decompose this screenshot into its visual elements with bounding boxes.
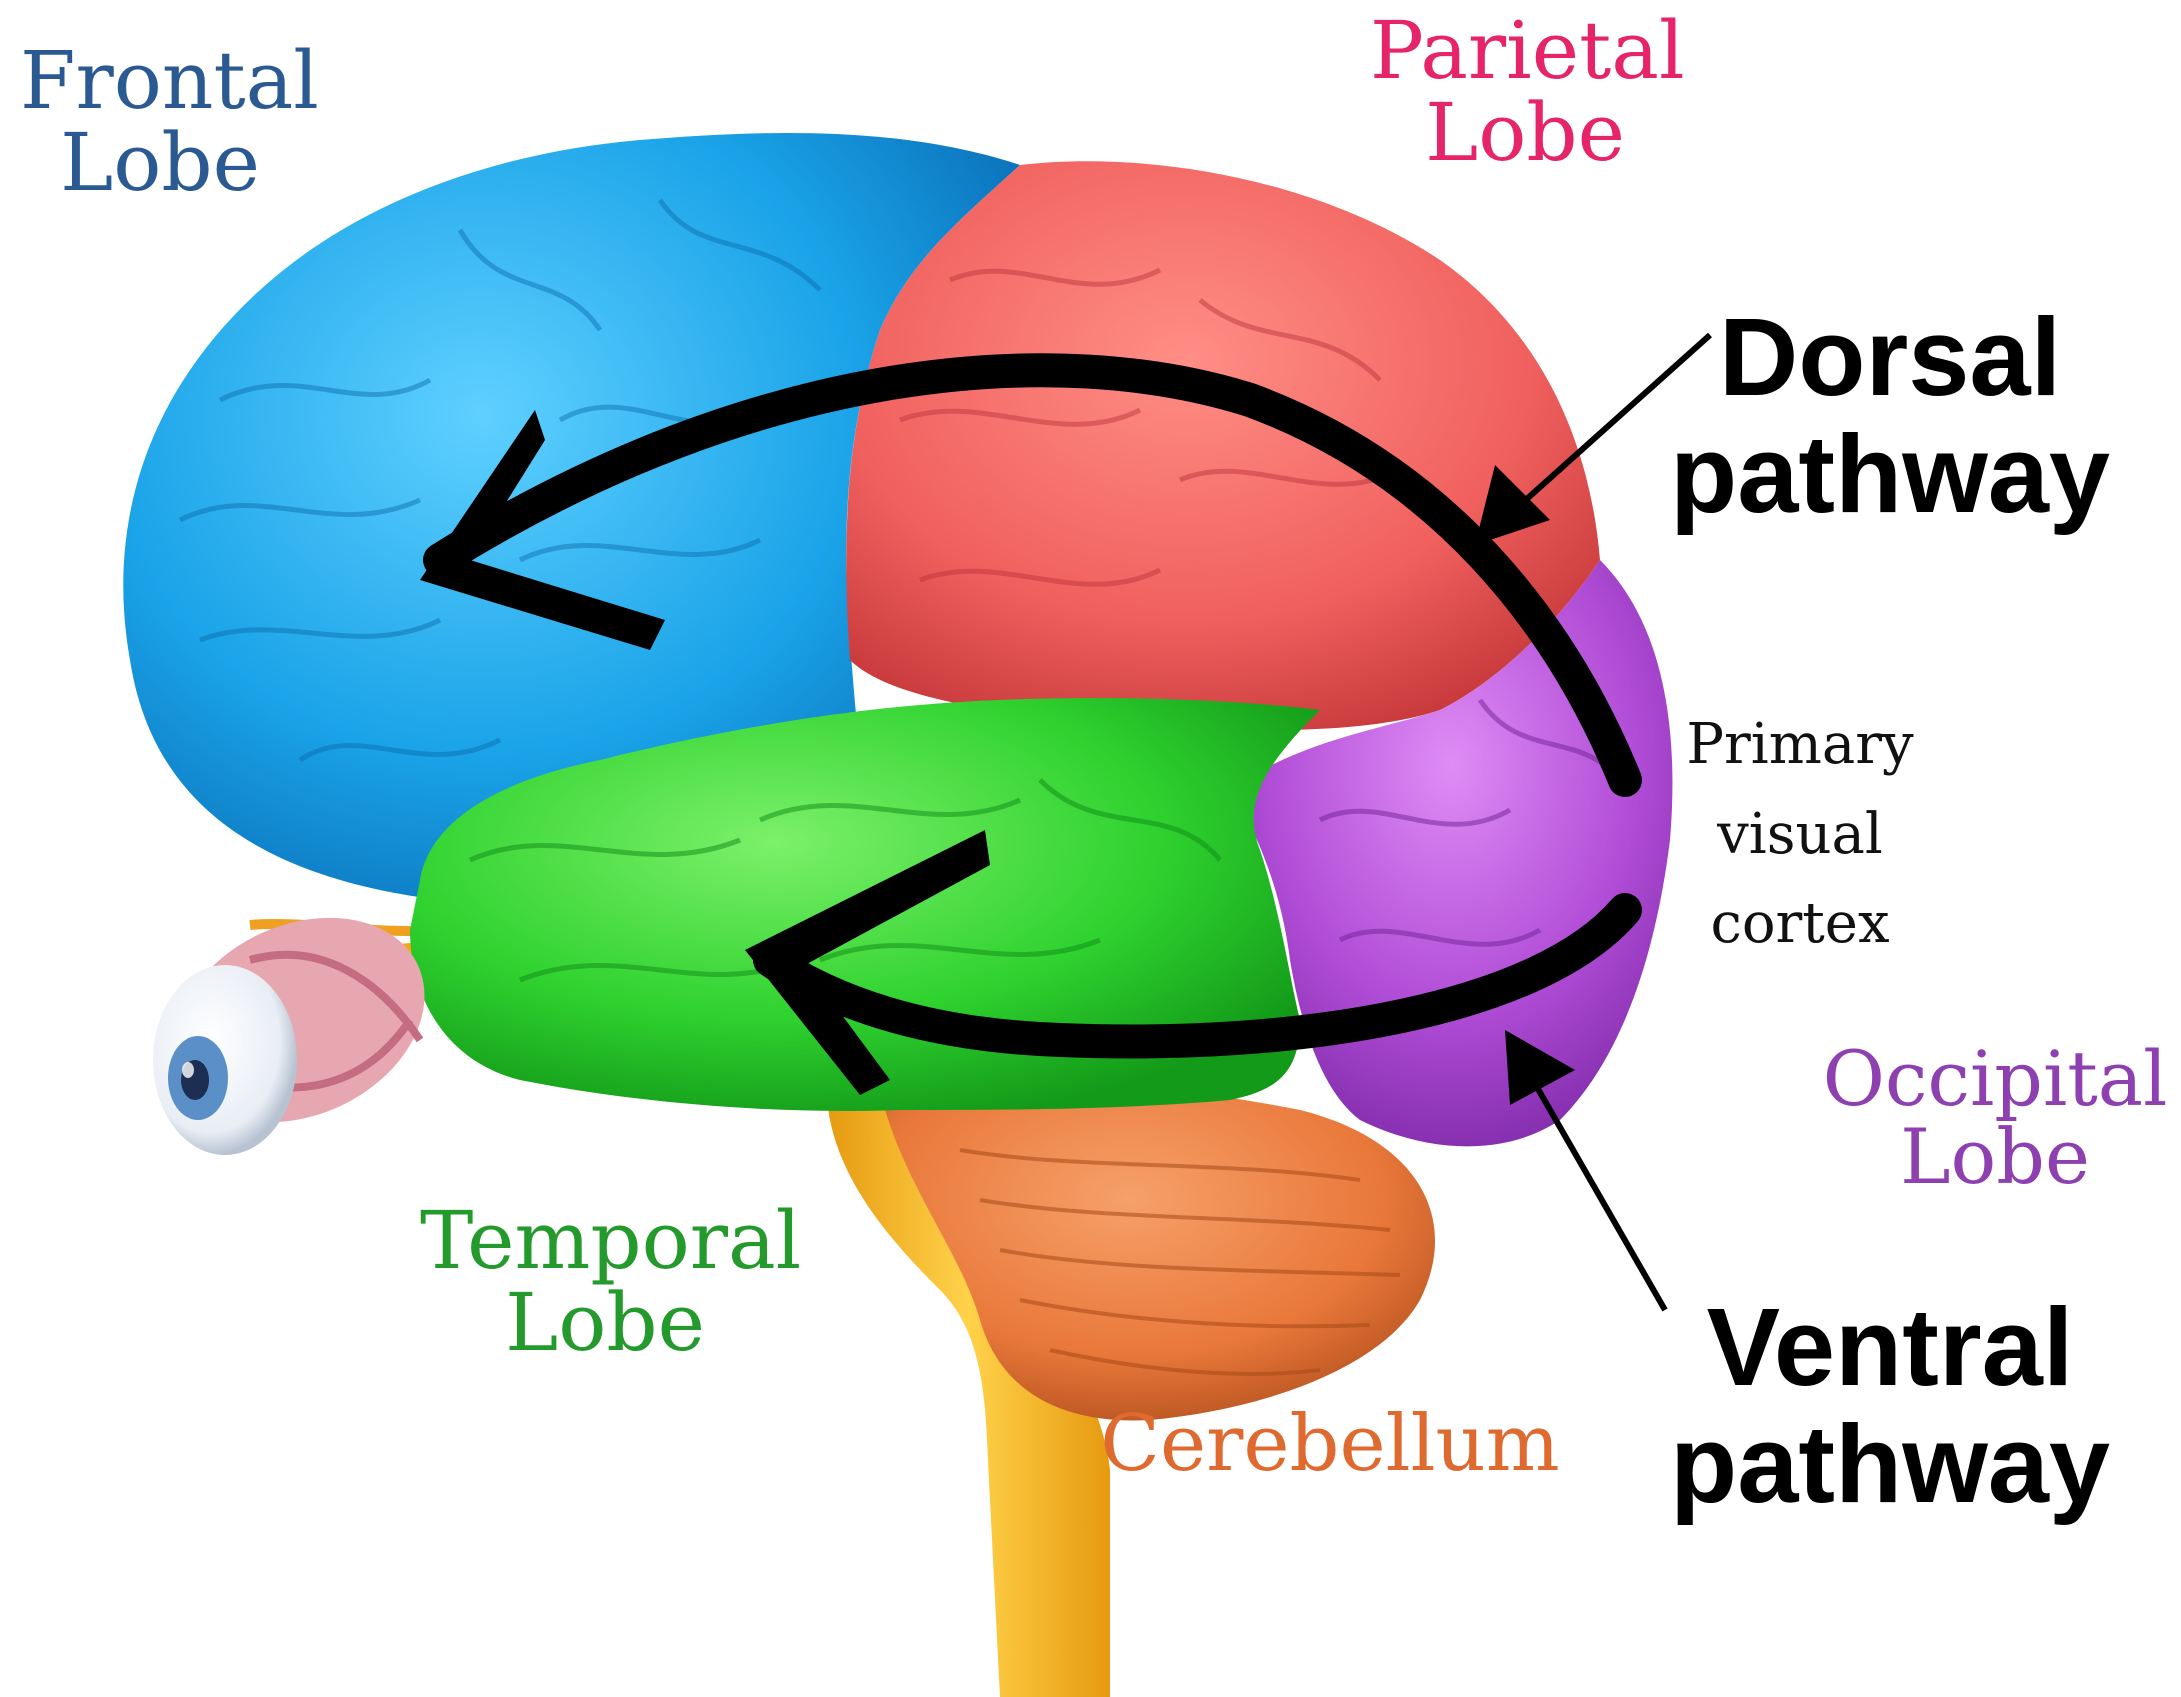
temporal-lobe-label-line-1: Temporal (420, 1200, 790, 1282)
dorsal-pathway-label: Dorsal pathway (1670, 300, 2110, 533)
frontal-lobe-label: Frontal Lobe (20, 40, 300, 203)
frontal-lobe-label-line-1: Frontal (20, 40, 300, 122)
ventral-pathway-label: Ventral pathway (1670, 1290, 2110, 1523)
ventral-pathway-label-line-1: Ventral (1670, 1290, 2110, 1407)
temporal-lobe-label-line-2: Lobe (420, 1282, 790, 1364)
occipital-lobe-label-line-2: Lobe (1820, 1118, 2170, 1196)
occipital-lobe-label: Occipital Lobe (1820, 1040, 2170, 1195)
parietal-lobe-label: Parietal Lobe (1370, 10, 1680, 173)
parietal-lobe-label-line-2: Lobe (1370, 92, 1680, 174)
temporal-lobe-label: Temporal Lobe (420, 1200, 790, 1363)
frontal-lobe-label-line-2: Lobe (20, 122, 300, 204)
primary-visual-cortex-label-line-2: visual (1660, 790, 1940, 880)
occipital-lobe-label-line-1: Occipital (1820, 1040, 2170, 1118)
cerebellum-label: Cerebellum (1100, 1405, 1560, 1485)
primary-visual-cortex-label: Primary visual cortex (1660, 700, 1940, 969)
parietal-lobe-shape (846, 161, 1600, 730)
ventral-pointer-line (1530, 1075, 1665, 1310)
ventral-pathway-label-line-2: pathway (1670, 1407, 2110, 1524)
dorsal-pathway-label-line-2: pathway (1670, 417, 2110, 534)
primary-visual-cortex-label-line-3: cortex (1660, 879, 1940, 969)
dorsal-pathway-label-line-1: Dorsal (1670, 300, 2110, 417)
primary-visual-cortex-label-line-1: Primary (1660, 700, 1940, 790)
parietal-lobe-label-line-1: Parietal (1370, 10, 1680, 92)
eye-illustration (142, 879, 458, 1161)
